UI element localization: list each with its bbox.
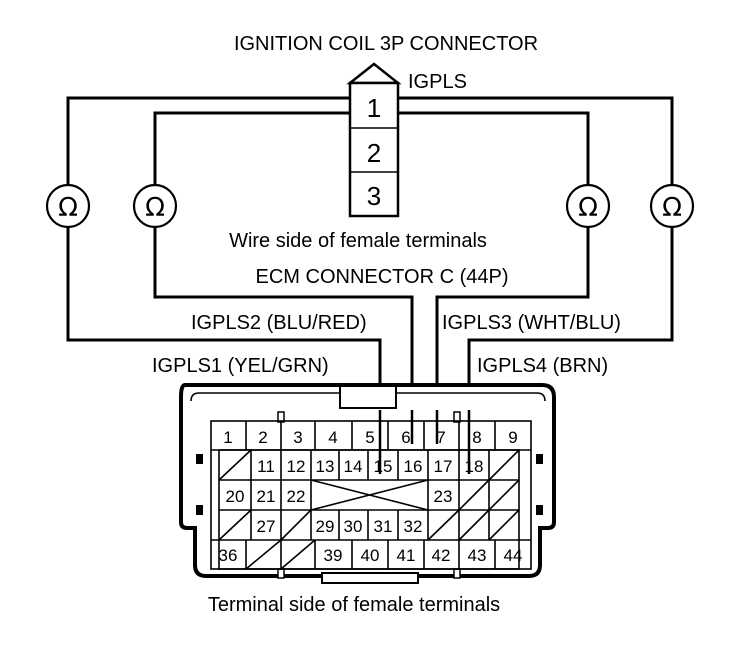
ecm-terminal: 8 <box>472 428 481 447</box>
ecm-terminal: 44 <box>504 546 523 565</box>
ecm-terminal: 12 <box>287 457 306 476</box>
ohm-symbol: Ω <box>578 193 598 223</box>
ecm-terminal: 11 <box>257 457 275 476</box>
wire-igpls2 <box>153 111 414 420</box>
ecm-terminal: 27 <box>257 517 276 536</box>
coil-terminal-1: 1 <box>367 93 381 123</box>
ecm-terminal: 43 <box>468 546 487 565</box>
coil-connector-title: IGNITION COIL 3P CONNECTOR <box>234 33 538 55</box>
ecm-terminal: 2 <box>258 428 267 447</box>
ecm-terminal: 7 <box>436 428 445 447</box>
ecm-terminal: 20 <box>226 487 245 506</box>
wire-igpls4 <box>398 96 674 420</box>
ecm-terminal: 30 <box>344 517 363 536</box>
ecm-terminal: 39 <box>324 546 343 565</box>
wire-igpls1 <box>66 96 350 185</box>
ecm-terminal: 15 <box>374 457 393 476</box>
ecm-terminal: 40 <box>361 546 380 565</box>
ecm-terminal: 18 <box>465 457 484 476</box>
ecm-terminal: 31 <box>374 517 393 536</box>
ohmmeter-icon: Ω <box>45 183 91 229</box>
ecm-terminal: 14 <box>344 457 363 476</box>
ecm-terminal: 1 <box>223 428 232 447</box>
ecm-view-caption: Terminal side of female terminals <box>208 594 500 616</box>
ohm-symbol: Ω <box>58 193 78 223</box>
ohmmeter-icon: Ω <box>132 183 178 229</box>
ecm-connector-title: ECM CONNECTOR C (44P) <box>256 266 509 288</box>
ecm-terminal: 17 <box>434 457 453 476</box>
ecm-terminal: 3 <box>293 428 302 447</box>
ecm-terminal: 29 <box>316 517 335 536</box>
wires <box>66 96 674 420</box>
ecm-connector: 1 2 3 4 5 6 7 8 9 11 12 13 14 15 16 17 1… <box>179 383 556 584</box>
ecm-terminal: 9 <box>508 428 517 447</box>
ohm-symbol: Ω <box>145 193 165 223</box>
wire-igpls1 <box>66 96 382 420</box>
ecm-terminal: 4 <box>328 428 337 447</box>
wire-label-igpls4: IGPLS4 (BRN) <box>477 355 608 377</box>
ignition-coil-connector: 1 2 3 <box>346 62 402 218</box>
wire-igpls3 <box>398 111 590 420</box>
wire-label-igpls1: IGPLS1 (YEL/GRN) <box>152 355 329 377</box>
ecm-terminal: 5 <box>365 428 374 447</box>
ecm-terminal: 6 <box>401 428 410 447</box>
coil-terminal-3: 3 <box>367 181 381 211</box>
ecm-terminal: 21 <box>257 487 276 506</box>
ecm-terminal: 23 <box>434 487 453 506</box>
ecm-terminal: 16 <box>404 457 423 476</box>
ohmmeter-icon: Ω <box>649 183 695 229</box>
connector-key-icon <box>346 62 402 85</box>
coil-terminal-2: 2 <box>367 138 381 168</box>
ohm-symbol: Ω <box>662 193 682 223</box>
ecm-terminal: 32 <box>404 517 423 536</box>
probe-tips <box>378 410 471 474</box>
ohmmeter-icon: Ω <box>565 183 611 229</box>
ecm-terminal: 36 <box>219 546 238 565</box>
ecm-terminal: 41 <box>397 546 416 565</box>
ecm-terminal: 42 <box>432 546 451 565</box>
ecm-terminal: 13 <box>316 457 335 476</box>
coil-terminal-label: IGPLS <box>408 71 467 93</box>
coil-view-caption: Wire side of female terminals <box>229 230 487 252</box>
wire-label-igpls2: IGPLS2 (BLU/RED) <box>191 312 367 334</box>
ecm-terminal: 22 <box>287 487 306 506</box>
wire-label-igpls3: IGPLS3 (WHT/BLU) <box>442 312 621 334</box>
